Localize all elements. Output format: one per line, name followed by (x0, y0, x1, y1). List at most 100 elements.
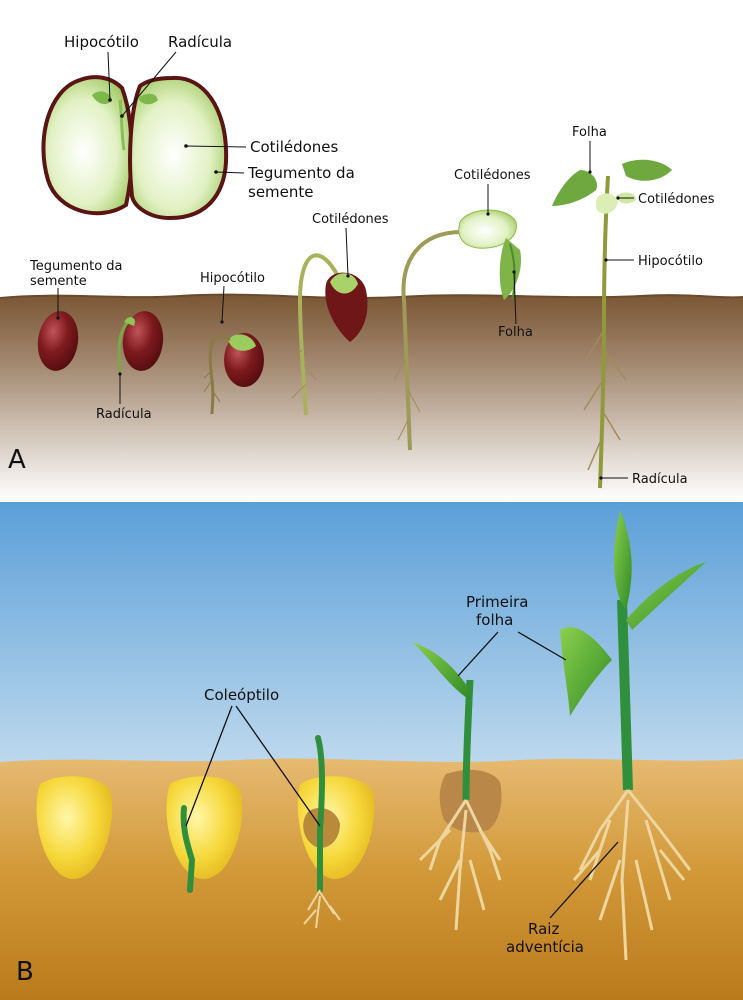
leaf-stem (509, 243, 516, 301)
leader-dot (588, 170, 592, 174)
label-stage3-hypocotyl: Hipocótilo (200, 271, 265, 286)
leader-stage4-cotyledons (345, 227, 349, 277)
leader-seed-coat (215, 171, 245, 174)
leader-dot (616, 196, 620, 200)
label-stage1-coat-1: Tegumento da (29, 259, 123, 274)
leader-first-leaf-2 (517, 631, 567, 661)
label-adventitious-root-2: adventícia (506, 938, 584, 956)
leader-dot (214, 170, 218, 174)
embryo-plumule (138, 93, 158, 105)
top-leaf (613, 510, 632, 610)
label-stage6-hypocotyl: Hipocótilo (638, 254, 703, 269)
leader-seed-hypocotyl (107, 51, 111, 101)
label-stage4-cotyledons: Cotilédones (312, 212, 389, 227)
adventitious-roots (572, 789, 692, 961)
right-cotyledon (128, 75, 229, 221)
bean-stage-2 (117, 311, 164, 373)
label-seed-coat-1: Tegumento da (247, 164, 355, 182)
label-stage5-cotyledons: Cotilédones (454, 168, 531, 183)
hypocotyl-root (208, 334, 231, 415)
cotyledon-emerging (330, 273, 358, 294)
leader-dot (108, 98, 112, 102)
corn-kernel-3 (297, 735, 375, 929)
emerging-cotyledon (228, 334, 256, 351)
right-leaf (622, 159, 672, 181)
right-leaf (626, 562, 706, 630)
leader-adventitious-root (549, 841, 619, 919)
radicle-tip (124, 317, 135, 326)
leader-dot (118, 372, 122, 376)
label-seed-cotyledons: Cotilédones (250, 138, 339, 156)
leader-dot (56, 316, 60, 320)
open-bean-seed (41, 75, 229, 221)
label-stage1-coat-2: semente (30, 274, 87, 289)
root-hairs (289, 349, 317, 399)
leader-dot (604, 258, 608, 262)
leader-dot (599, 476, 603, 480)
coleoptile-shoot (315, 735, 325, 893)
leader-dot (512, 270, 516, 274)
leader-dot (184, 144, 188, 148)
leader-dot (120, 114, 124, 118)
left-leaf (552, 170, 598, 206)
soil-a (0, 294, 743, 500)
bean-stage-3 (203, 333, 264, 415)
radicle-shoot (117, 320, 130, 373)
panel-a-labels: Hipocótilo Radícula Cotilédones Tegument… (8, 33, 715, 487)
label-first-leaf-1: Primeira (466, 593, 528, 611)
cotyledons (596, 193, 618, 214)
leader-stage3-hypocotyl (221, 285, 225, 323)
leader-seed-radicle (121, 51, 177, 117)
leader-coleoptile-1 (185, 705, 233, 827)
leader-first-leaf-1 (457, 631, 499, 677)
panel-b-letter: B (16, 957, 34, 987)
leader-dot (486, 212, 490, 216)
stem (617, 599, 633, 791)
bean-stage-1 (37, 311, 79, 371)
embryo-radicle (118, 99, 126, 151)
root-branches (583, 329, 627, 471)
leader-seed-cotyledons (185, 145, 247, 148)
label-adventitious-root-1: Raiz (528, 920, 559, 938)
leader-dot (220, 320, 224, 324)
bean-stage-6 (552, 159, 672, 489)
roots (303, 889, 341, 929)
first-leaves (499, 238, 522, 300)
label-stage6-cotyledons: Cotilédones (638, 192, 715, 207)
panel-b-labels: Coleóptilo Primeira folha Raiz adventíci… (16, 593, 619, 987)
panel-b: Coleóptilo Primeira folha Raiz adventíci… (0, 502, 743, 1000)
label-seed-hypocotyl: Hipocótilo (64, 33, 139, 51)
bean-stage-4 (289, 253, 368, 416)
bean-stage-5 (393, 209, 522, 451)
label-seed-radicle: Radícula (168, 33, 232, 51)
kernel-body (166, 776, 243, 879)
label-stage5-leaf: Folha (498, 325, 533, 340)
hook-hypocotyl (297, 253, 342, 416)
leader-dot (346, 274, 350, 278)
label-first-leaf-2: folha (476, 611, 513, 629)
kernel-remnant (439, 769, 502, 833)
label-stage2-radicle: Radícula (96, 407, 152, 422)
root-hairs (203, 369, 221, 403)
corn-plant-5 (560, 510, 706, 961)
roots (418, 799, 502, 931)
label-seed-coat-2: semente (248, 183, 314, 201)
corn-plant-4 (412, 642, 502, 931)
cotyledons (458, 209, 517, 249)
left-cotyledon (41, 75, 134, 216)
first-leaf (560, 627, 612, 716)
panel-a: Hipocótilo Radícula Cotilédones Tegument… (0, 33, 743, 500)
label-stage6-leaf: Folha (572, 125, 607, 140)
leader-stage5-leaf (513, 271, 517, 325)
label-stage6-radicle: Radícula (632, 472, 688, 487)
coleoptile-shoot (180, 805, 196, 893)
root-hairs (393, 359, 421, 441)
label-coleoptile: Coleóptilo (204, 686, 279, 704)
panel-a-letter: A (8, 445, 26, 475)
soil-a-surface (0, 293, 743, 299)
bean-seed (122, 311, 164, 371)
hypocotyl-stem (401, 230, 463, 451)
first-leaf (412, 642, 470, 700)
